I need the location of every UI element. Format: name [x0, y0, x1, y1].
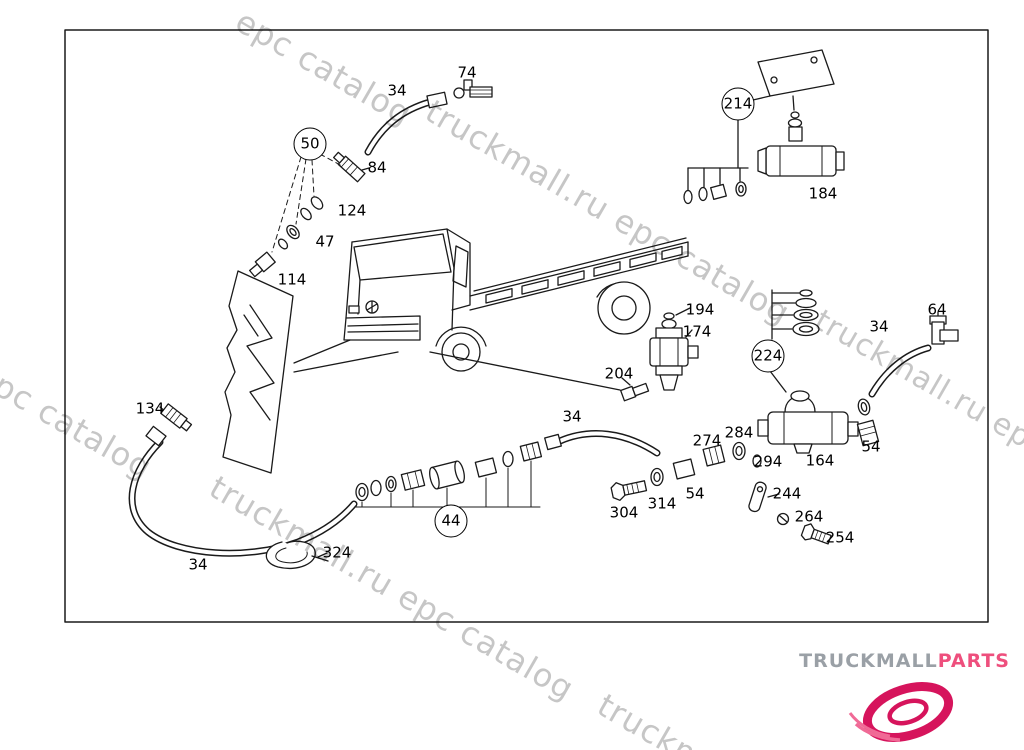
- brand-name-parts: PARTS: [937, 650, 1010, 672]
- part-number-label: 64: [927, 300, 947, 319]
- part-group-circle: 44: [434, 504, 468, 538]
- part-number-label: 274: [692, 431, 722, 450]
- part-number-label: 74: [457, 63, 477, 82]
- part-number-label: 174: [682, 322, 712, 341]
- part-number-label: 264: [794, 507, 824, 526]
- group-174-parts: [620, 307, 699, 402]
- group-44-parts: [355, 430, 832, 545]
- part-number-label: 294: [753, 452, 783, 471]
- part-number-label: 314: [647, 494, 677, 513]
- part-number-label: 254: [825, 528, 855, 547]
- diagram-border: [64, 29, 989, 623]
- group-50-parts: [248, 79, 493, 278]
- part-number-label: 54: [861, 437, 881, 456]
- part-number-label: 164: [805, 451, 835, 470]
- part-number-label: 34: [387, 81, 407, 100]
- part-group-circle: 50: [293, 127, 327, 161]
- group-134-parts: [128, 403, 358, 569]
- brand-logo: TRUCKMALLPARTS: [799, 650, 1010, 750]
- part-number-label: 134: [135, 399, 165, 418]
- brand-logo-text: TRUCKMALLPARTS: [799, 650, 1010, 672]
- group-214-parts: [683, 49, 845, 205]
- part-number-label: 34: [562, 407, 582, 426]
- part-number-label: 54: [685, 484, 705, 503]
- torn-panel-drawing: [222, 270, 294, 474]
- part-number-label: 34: [869, 317, 889, 336]
- truck-drawing: [293, 228, 689, 391]
- part-group-circle: 214: [721, 87, 755, 121]
- wheel-logo-icon: [848, 682, 953, 742]
- part-number-label: 324: [322, 543, 352, 562]
- part-number-label: 304: [609, 503, 639, 522]
- part-number-label: 114: [277, 270, 307, 289]
- brand-name-truckmall: TRUCKMALL: [799, 650, 938, 672]
- part-group-circle: 224: [751, 339, 785, 373]
- part-number-label: 124: [337, 201, 367, 220]
- part-number-label: 244: [772, 484, 802, 503]
- part-number-label: 194: [685, 300, 715, 319]
- part-number-label: 34: [188, 555, 208, 574]
- part-number-label: 284: [724, 423, 754, 442]
- part-number-label: 84: [367, 158, 387, 177]
- group-224-parts: [757, 289, 959, 454]
- part-number-label: 184: [808, 184, 838, 203]
- part-number-label: 204: [604, 364, 634, 383]
- part-number-label: 47: [315, 232, 335, 251]
